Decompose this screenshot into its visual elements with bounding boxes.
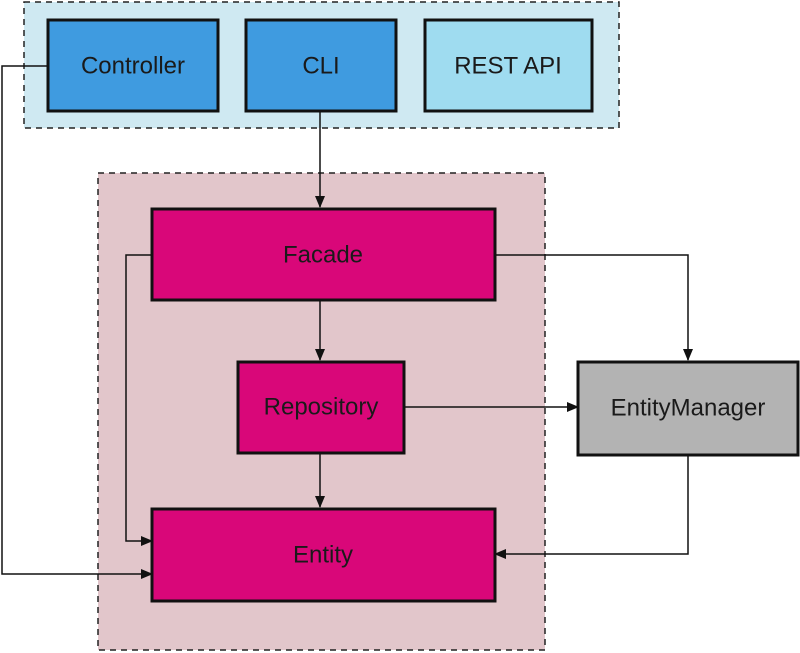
node-repository-label: Repository	[264, 394, 379, 421]
node-controller-label: Controller	[81, 53, 185, 80]
node-controller[interactable]: Controller	[46, 18, 220, 113]
node-cli-label: CLI	[302, 53, 339, 80]
edge-entity-manager-to-entity	[494, 455, 689, 559]
node-entity-manager[interactable]: EntityManager	[576, 360, 800, 457]
node-rest-api-label: REST API	[454, 53, 562, 80]
node-facade[interactable]: Facade	[150, 207, 497, 302]
node-entity-manager-label: EntityManager	[611, 395, 766, 422]
edge-facade-to-entity-manager	[495, 254, 693, 361]
edge-facade-to-entity	[125, 254, 153, 546]
node-rest-api[interactable]: REST API	[423, 18, 594, 113]
node-repository[interactable]: Repository	[236, 360, 406, 455]
node-facade-label: Facade	[283, 242, 363, 269]
node-entity[interactable]: Entity	[150, 507, 497, 603]
edge-controller-to-entity	[1, 65, 153, 579]
node-cli[interactable]: CLI	[244, 18, 398, 113]
edges	[1, 65, 693, 579]
node-entity-label: Entity	[293, 542, 353, 569]
